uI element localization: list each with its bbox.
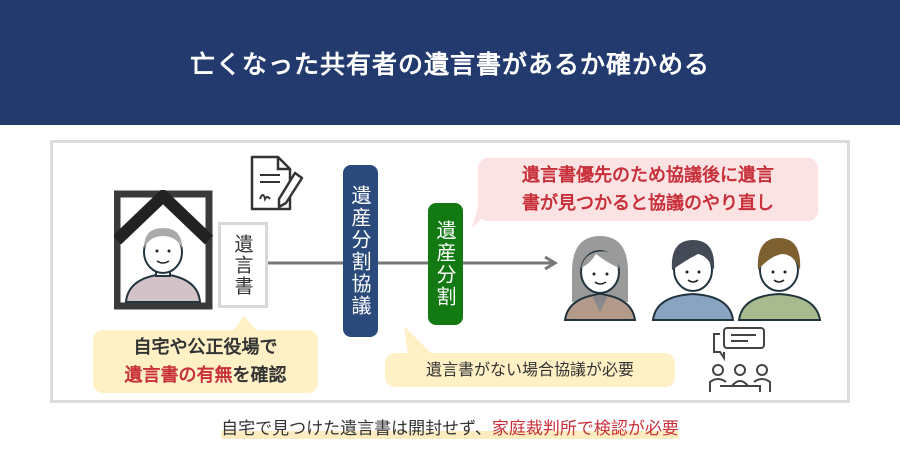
caption-text: 自宅で見つけた遺言書は開封せず、 (221, 419, 492, 439)
heir-woman-icon (563, 236, 637, 321)
timeline-arrow (268, 255, 558, 271)
redo-warning-bubble: 遺言書優先のため協議後に遺言 書が見つかると協議のやり直し (478, 158, 818, 221)
bubble-line: 書が見つかると協議のやり直し (522, 193, 774, 214)
heir-young-man-icon (737, 238, 822, 321)
page-title: 亡くなった共有者の遺言書があるか確かめる (189, 49, 710, 79)
bubble-line: を確認 (232, 365, 287, 386)
header-banner: 亡くなった共有者の遺言書があるか確かめる (0, 0, 900, 125)
yellow-bubble-tail (232, 316, 258, 332)
caption: 自宅で見つけた遺言書は開封せず、家庭裁判所で検認が必要 (0, 414, 900, 439)
caption-highlight: 自宅で見つけた遺言書は開封せず、家庭裁判所で検認が必要 (221, 419, 679, 439)
heir-man-icon (651, 240, 735, 321)
caption-red-text: 家庭裁判所で検認が必要 (491, 419, 679, 439)
meeting-discussion-icon (709, 327, 771, 392)
deceased-portrait-icon (114, 190, 214, 310)
check-will-bubble: 自宅や公正役場で 遺言書の有無を確認 (93, 330, 318, 393)
diagram-frame (50, 140, 850, 403)
estate-negotiation-pill: 遺産分割協議 (343, 165, 378, 337)
will-label: 遺言書 (218, 222, 268, 308)
heirs-illustration (563, 236, 822, 321)
bubble-line: 自宅や公正役場で (133, 337, 278, 358)
no-will-bubble: 遺言書がない場合協議が必要 (385, 353, 675, 387)
bubble-line: 遺言書優先のため協議後に遺言 (522, 165, 774, 186)
estate-division-pill: 遺産分割 (428, 203, 463, 325)
bubble-highlight: 遺言書の有無 (124, 365, 233, 386)
document-signing-icon (250, 155, 304, 211)
yellow-bubble-tail (404, 326, 432, 354)
